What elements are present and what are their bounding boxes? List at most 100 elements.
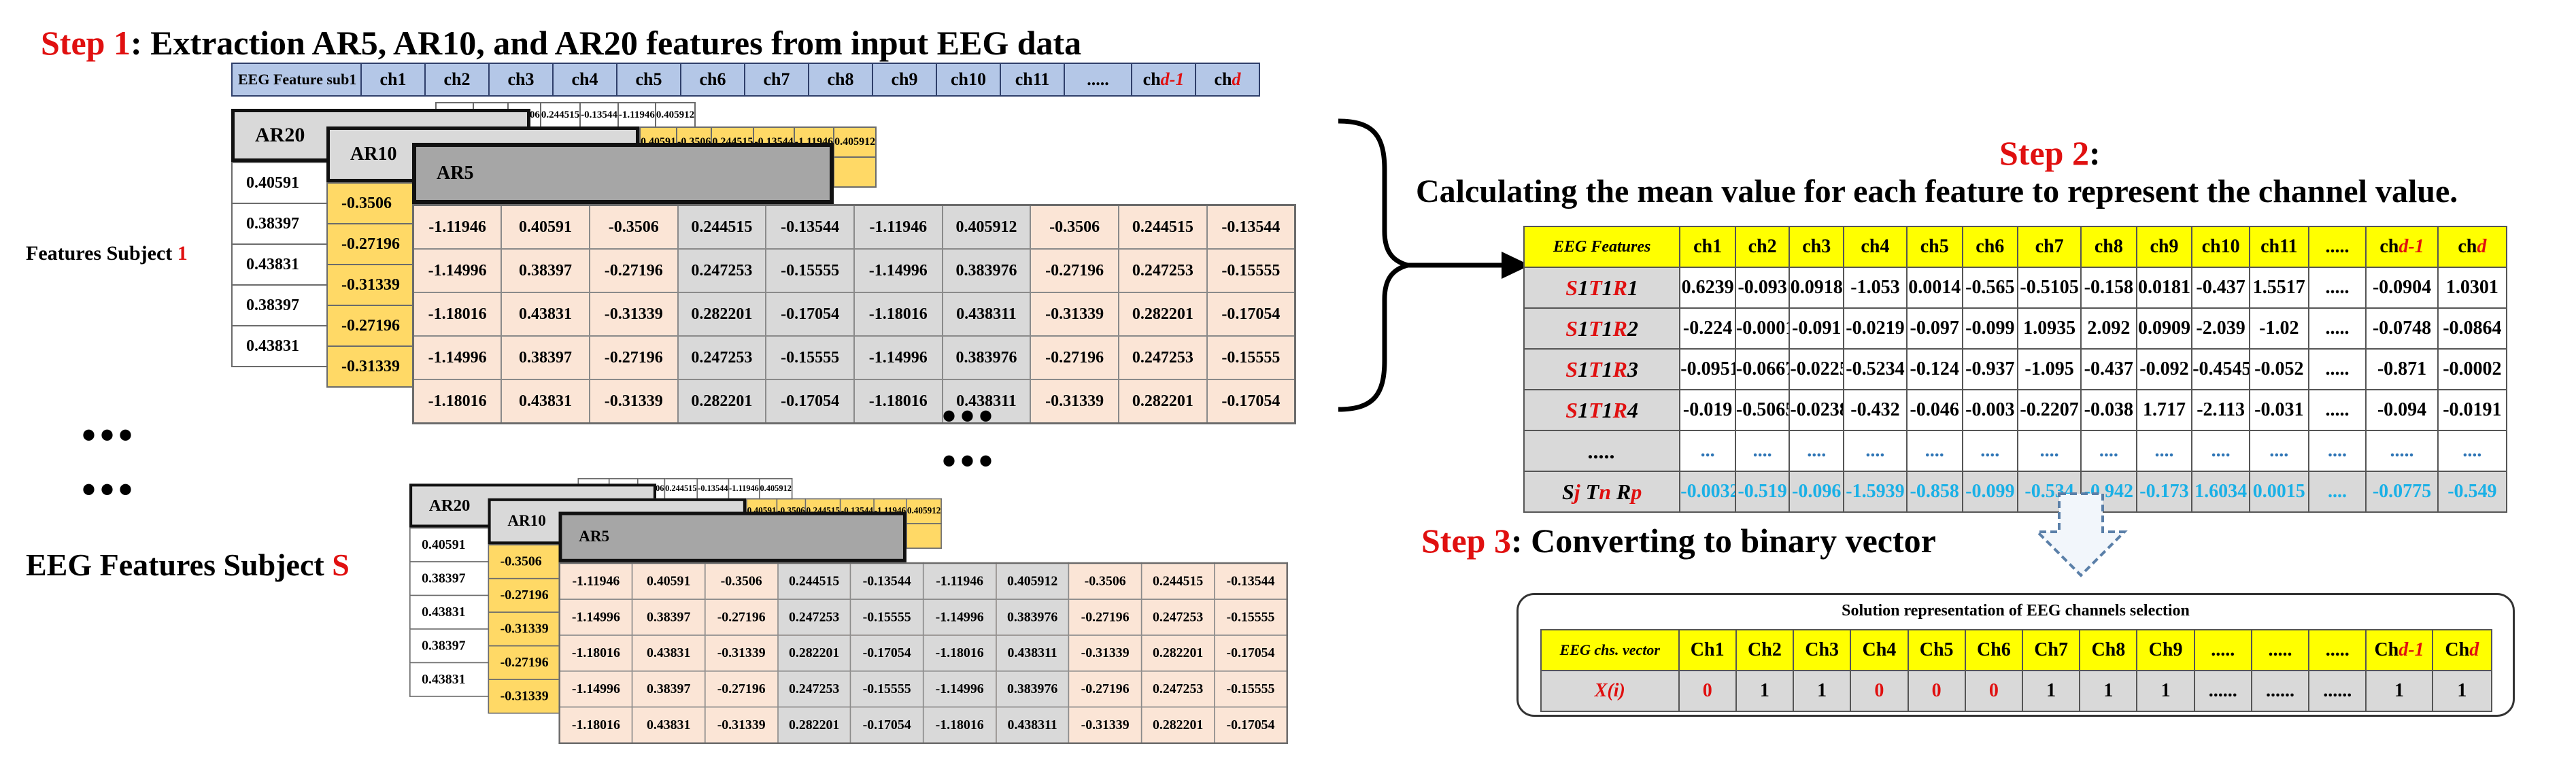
binary-value: 0 xyxy=(1964,670,2023,712)
channel-header: ch5 xyxy=(1905,226,1963,268)
channel-header: Ch1 xyxy=(1678,629,1737,671)
ar10-value: -0.27196 xyxy=(488,577,561,613)
ar5-value: 0.43831 xyxy=(501,379,590,424)
ar5-value: -0.15555 xyxy=(765,248,855,293)
mean-value: 0.0014 xyxy=(1905,267,1963,309)
mean-value: -0.0002 xyxy=(2437,348,2508,390)
channel-header: ..... xyxy=(2307,226,2367,268)
ar5-value: 0.438311 xyxy=(995,706,1070,744)
ar5-value: 0.247253 xyxy=(677,248,767,293)
ar5-value: -0.31339 xyxy=(704,706,779,744)
header-bar-channel: ch5 xyxy=(616,63,681,97)
ar5-value: -0.3506 xyxy=(704,562,779,601)
header-bar-channel: ch7 xyxy=(744,63,809,97)
mean-value: -0.2207 xyxy=(2017,389,2082,431)
channel-header: Ch7 xyxy=(2021,629,2081,671)
feature-row-label: S1T1R4 xyxy=(1523,389,1681,431)
ar5-value: -0.13544 xyxy=(1213,562,1288,601)
mean-value: -0.046 xyxy=(1905,389,1963,431)
ar5-value: -0.27196 xyxy=(1030,248,1119,293)
ar5-value: 0.405912 xyxy=(995,562,1070,601)
mean-value: -1.5939 xyxy=(1842,471,1908,513)
ar20-value: 0.43831 xyxy=(409,662,494,697)
channel-header: ch10 xyxy=(2191,226,2250,268)
mean-value: -0.871 xyxy=(2365,348,2439,390)
ar5-value: -1.18016 xyxy=(922,706,997,744)
ar5-value: 0.438311 xyxy=(941,292,1032,337)
ar20-value: 0.43831 xyxy=(231,243,333,286)
ar20-value: 0.38397 xyxy=(409,561,494,596)
vector-label-header: EEG chs. vector xyxy=(1540,629,1680,671)
mean-value: -0.019 xyxy=(1679,389,1736,431)
mean-value: .... xyxy=(1905,430,1963,472)
ar5-value: -0.13544 xyxy=(849,562,924,601)
ar5-value: -1.11946 xyxy=(412,204,503,250)
binary-value: 1 xyxy=(1735,670,1795,712)
ar5-value: -1.18016 xyxy=(853,292,943,337)
ar5-value: -0.3506 xyxy=(1030,204,1119,250)
ar20-value: 0.40591 xyxy=(231,162,333,204)
mean-value: -0.942 xyxy=(2080,471,2137,513)
binary-value: 0 xyxy=(1850,670,1909,712)
binary-value: 1 xyxy=(2431,670,2493,712)
ar10-cell: 0.405912 xyxy=(833,126,877,158)
ar5-value: 0.282201 xyxy=(677,379,767,424)
ar5-value: -0.31339 xyxy=(704,635,779,672)
channel-header: ch7 xyxy=(2017,226,2082,268)
ar5-value: -0.31339 xyxy=(588,379,679,424)
ar5-value: -1.14996 xyxy=(412,335,503,380)
mean-value: -0.099 xyxy=(1961,471,2019,513)
binary-value: 1 xyxy=(2136,670,2195,712)
binary-value: 1 xyxy=(1793,670,1852,712)
ar5-value: -1.14996 xyxy=(853,248,943,293)
mean-value: -0.096 xyxy=(1789,471,1844,513)
mean-value: -1.02 xyxy=(2248,307,2309,350)
mean-value: 1.6034 xyxy=(2191,471,2250,513)
feature-row-label: ..... xyxy=(1523,430,1681,472)
channel-header: ch9 xyxy=(2135,226,2193,268)
ar5-value: -1.14996 xyxy=(922,670,997,708)
ar20-cell: 0.405912 xyxy=(758,478,793,500)
mean-value: -0.858 xyxy=(1905,471,1963,513)
ar20-cell: -1.11946 xyxy=(728,478,760,500)
mean-value: .... xyxy=(1734,430,1791,472)
header-bar-channel: chd xyxy=(1195,63,1260,97)
ar5-value: -0.15555 xyxy=(1213,670,1288,708)
ar5-value: 0.282201 xyxy=(1140,635,1215,672)
mean-value: .... xyxy=(2135,430,2193,472)
ar20-value: 0.38397 xyxy=(231,203,333,245)
mean-value: -1.095 xyxy=(2017,348,2082,390)
ar5-value: -1.18016 xyxy=(412,292,503,337)
ar5-value: -0.27196 xyxy=(1068,598,1142,636)
down-arrow-icon xyxy=(2034,492,2128,577)
feature-row: ........................................… xyxy=(1523,430,2508,472)
ar5-value: -0.27196 xyxy=(588,335,679,380)
ar5-value: -0.27196 xyxy=(1030,335,1119,380)
ar5-value: -0.15555 xyxy=(765,335,855,380)
ar5-value: 0.282201 xyxy=(777,635,851,672)
ar10-column: -0.3506-0.27196-0.31339-0.27196-0.31339 xyxy=(488,544,561,714)
mean-value: -0.0225 xyxy=(1789,348,1844,390)
mean-value: .... xyxy=(2191,430,2250,472)
mean-value: -0.003 xyxy=(1961,389,2019,431)
mean-value: -0.0904 xyxy=(2365,267,2439,309)
mean-value: -0.031 xyxy=(2248,389,2309,431)
ar10-value: -0.27196 xyxy=(326,305,415,347)
ellipsis-dots: ••• xyxy=(82,467,137,512)
ar5-value: 0.38397 xyxy=(501,248,590,293)
mean-value: 0.6239 xyxy=(1679,267,1736,309)
ar10-value: -0.31339 xyxy=(326,264,415,306)
ar5-value: -0.31339 xyxy=(1030,379,1119,424)
header-bar-channel: ch3 xyxy=(488,63,554,97)
mean-value: ..... xyxy=(2307,267,2367,309)
channel-header: Ch9 xyxy=(2136,629,2195,671)
channel-header: ch1 xyxy=(1679,226,1736,268)
mean-value: -0.0001 xyxy=(1734,307,1791,350)
binary-value: 0 xyxy=(1678,670,1737,712)
